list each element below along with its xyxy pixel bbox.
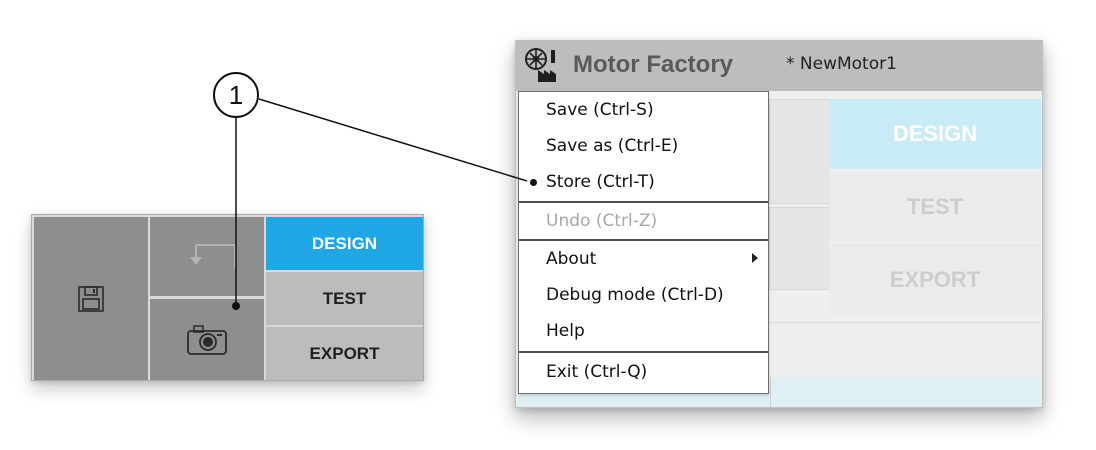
menu-separator <box>519 239 768 241</box>
menu-item-about[interactable]: About <box>519 241 768 277</box>
undo-arrow-icon <box>190 243 236 269</box>
app-menu-dropdown: Save (Ctrl-S) Save as (Ctrl-E) Store (Ct… <box>518 91 769 394</box>
menu-item-about-label: About <box>546 249 597 269</box>
background-panel <box>769 207 830 290</box>
menu-item-debug-mode[interactable]: Debug mode (Ctrl-D) <box>546 285 724 305</box>
export-button[interactable]: EXPORT <box>266 327 423 380</box>
callout-target-dot <box>530 179 537 186</box>
app-titlebar: Motor Factory * NewMotor1 <box>516 41 1042 91</box>
menu-item-store-label: Store (Ctrl-T) <box>546 172 655 192</box>
motor-factory-logo-icon[interactable] <box>522 45 564 85</box>
design-button-faded[interactable]: DESIGN <box>829 99 1041 169</box>
store-button[interactable] <box>150 299 264 380</box>
menu-group-file: Save (Ctrl-S) Save as (Ctrl-E) Store (Ct… <box>519 92 768 200</box>
camera-icon <box>187 324 227 355</box>
test-button-faded[interactable]: TEST <box>829 172 1041 241</box>
app-title: Motor Factory <box>573 51 734 78</box>
undo-button[interactable] <box>150 217 264 296</box>
floppy-disk-icon <box>78 285 104 312</box>
menu-separator <box>519 351 768 353</box>
background-panel <box>769 99 830 204</box>
export-button-faded[interactable]: EXPORT <box>829 244 1041 315</box>
menu-separator <box>519 201 768 203</box>
menu-item-save-as[interactable]: Save as (Ctrl-E) <box>546 136 679 156</box>
menu-item-exit[interactable]: Exit (Ctrl-Q) <box>546 362 648 382</box>
design-button[interactable]: DESIGN <box>266 217 423 270</box>
document-name: * NewMotor1 <box>786 54 897 74</box>
left-toolbar: DESIGN TEST EXPORT <box>31 214 424 381</box>
callout-line-to-menu <box>258 98 528 182</box>
menu-item-save[interactable]: Save (Ctrl-S) <box>546 100 654 120</box>
save-button[interactable] <box>34 217 148 380</box>
submenu-arrow-icon <box>752 253 758 263</box>
menu-item-store[interactable]: Store (Ctrl-T) <box>519 164 768 200</box>
menu-item-help[interactable]: Help <box>546 321 585 341</box>
menu-item-undo[interactable]: Undo (Ctrl-Z) <box>546 211 658 231</box>
bottom-divider <box>770 377 771 407</box>
callout-number: 1 <box>213 72 259 118</box>
test-button[interactable]: TEST <box>266 272 423 325</box>
